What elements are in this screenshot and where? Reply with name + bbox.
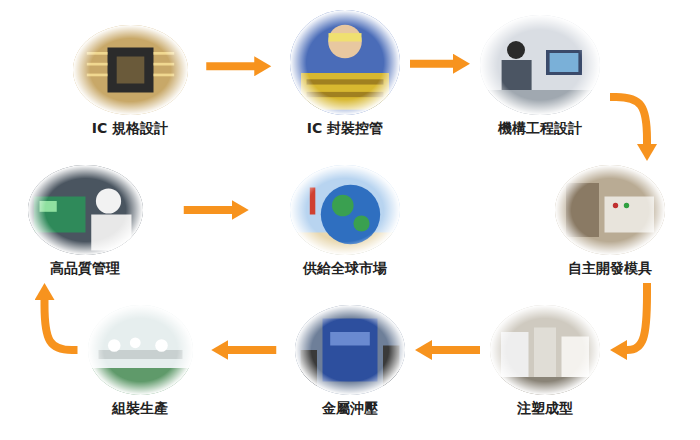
step-label: 金屬沖壓 [322, 399, 378, 417]
step-label: IC 規格設計 [92, 119, 168, 137]
flow-arrow [206, 62, 258, 70]
photo-vignette [555, 165, 665, 255]
photo [88, 305, 193, 395]
flow-arrow [45, 296, 78, 350]
process-step: 金屬沖壓 [291, 305, 409, 417]
step-label: 供給全球市場 [303, 259, 387, 277]
photo-oval [480, 15, 600, 115]
photo-vignette [28, 165, 143, 255]
photo-ground [295, 305, 405, 395]
photo-vignette [480, 15, 600, 115]
photo-ground [555, 165, 665, 255]
photo-ground [28, 165, 143, 255]
flow-arrow [610, 97, 647, 148]
photo-vignette [290, 165, 400, 255]
photo-oval [290, 10, 400, 115]
photo-oval [28, 165, 143, 255]
flow-arrow [428, 346, 480, 354]
process-step: 自主開發模具 [551, 165, 669, 277]
photo-vignette [73, 25, 188, 115]
photo-ground [73, 25, 188, 115]
process-step: IC 封裝控管 [286, 10, 404, 137]
photo-vignette [490, 305, 600, 395]
photo-ground [88, 305, 193, 395]
process-step: IC 規格設計 [69, 25, 192, 137]
photo [480, 15, 600, 115]
photo-ground [290, 165, 400, 255]
step-label: 組裝生產 [112, 399, 168, 417]
photo-vignette [290, 10, 400, 115]
photo-vignette [295, 305, 405, 395]
step-label: 注塑成型 [517, 399, 573, 417]
flow-arrow [623, 283, 647, 350]
photo-oval [490, 305, 600, 395]
process-step: 組裝生產 [84, 305, 197, 417]
process-step: 機構工程設計 [476, 15, 604, 137]
flow-arrow [224, 346, 276, 354]
step-label: 高品質管理 [50, 259, 120, 277]
photo [295, 305, 405, 395]
process-step: 供給全球市場 [286, 165, 404, 277]
process-step: 高品質管理 [24, 165, 147, 277]
flow-arrow [410, 60, 457, 68]
photo [290, 165, 400, 255]
photo-ground [480, 15, 600, 115]
photo-oval [555, 165, 665, 255]
photo [28, 165, 143, 255]
photo-oval [73, 25, 188, 115]
photo [490, 305, 600, 395]
photo-oval [88, 305, 193, 395]
photo-oval [295, 305, 405, 395]
step-label: IC 封裝控管 [307, 119, 383, 137]
photo-ground [290, 10, 400, 115]
photo-vignette [88, 305, 193, 395]
step-label: 自主開發模具 [568, 259, 652, 277]
step-label: 機構工程設計 [498, 119, 582, 137]
photo-oval [290, 165, 400, 255]
process-step: 注塑成型 [486, 305, 604, 417]
photo-ground [490, 305, 600, 395]
photo [73, 25, 188, 115]
photo [555, 165, 665, 255]
flow-arrow [184, 206, 236, 214]
photo [290, 10, 400, 115]
